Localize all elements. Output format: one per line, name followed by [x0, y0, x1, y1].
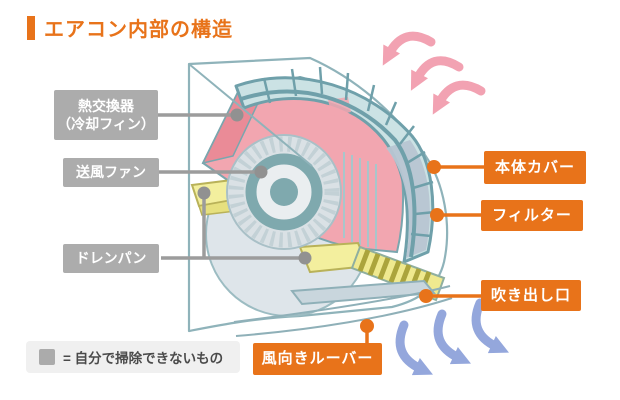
- drain-pan-stripes: [357, 249, 432, 294]
- cooling-fins-lines: [343, 152, 377, 249]
- label-louver: 風向きルーバー: [253, 343, 382, 375]
- title-accent-bar: [27, 15, 35, 40]
- title-text: エアコン内部の構造: [44, 19, 233, 41]
- page-title: エアコン内部の構造: [27, 13, 233, 42]
- blower-fan-shape: [226, 134, 342, 250]
- leader-lines-orange: [365, 165, 484, 343]
- airflow-intake-arrows: [382, 31, 486, 115]
- legend-text: = 自分で掃除できないもの: [63, 351, 224, 366]
- cover-fold-line: [188, 63, 313, 167]
- label-drain-pan: ドレンパン: [63, 244, 159, 273]
- leader-dots-gray: [197, 108, 312, 265]
- leader-lines-gray: [158, 113, 305, 260]
- filter-shape: [234, 66, 436, 264]
- label-blower-fan: 送風ファン: [63, 158, 159, 187]
- label-heat-exchanger: 熱交換器 （冷却フィン）: [54, 90, 158, 140]
- label-filter: フィルター: [481, 200, 583, 231]
- legend: = 自分で掃除できないもの: [26, 341, 240, 373]
- leader-dots-orange: [360, 160, 444, 333]
- airflow-exhaust-arrows: [395, 298, 509, 376]
- legend-gray-swatch: [39, 349, 55, 365]
- filter-grid-lines: [262, 66, 436, 238]
- label-body-cover: 本体カバー: [484, 151, 586, 184]
- label-air-outlet: 吹き出し口: [481, 280, 581, 311]
